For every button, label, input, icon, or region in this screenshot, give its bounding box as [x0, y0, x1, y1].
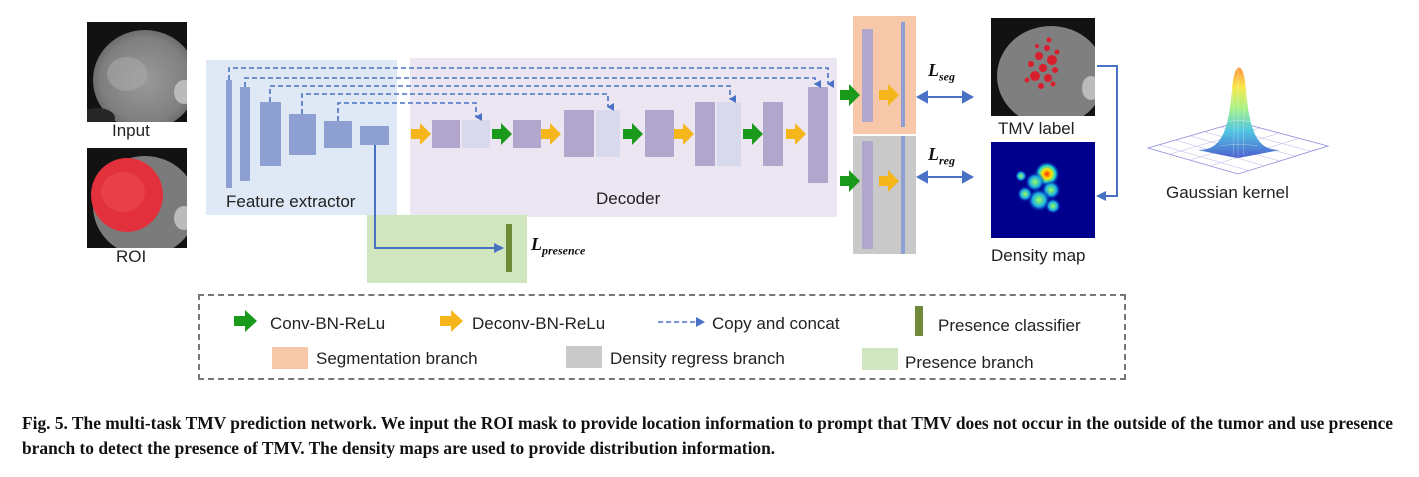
deconv-arrow-3 — [674, 123, 694, 145]
legend-swatch-density — [566, 346, 602, 368]
roi-label: ROI — [116, 247, 147, 266]
decoder-block-6 — [763, 102, 783, 166]
conv-arrow-5 — [840, 170, 860, 192]
encoder-block-6 — [360, 126, 389, 145]
loss-presence: Lpresence — [531, 234, 586, 258]
presence-path — [374, 145, 504, 253]
legend-presence-label: Presence branch — [905, 353, 1034, 372]
legend-icon-classifier — [915, 306, 923, 336]
legend-density-label: Density regress branch — [610, 349, 785, 368]
legend-conv-label: Conv-BN-ReLu — [270, 314, 386, 333]
roi-ct-image — [87, 148, 187, 248]
conv-arrow-3 — [743, 123, 763, 145]
decoder-skip-3 — [717, 102, 741, 166]
encoder-block-5 — [324, 121, 352, 148]
legend-box — [198, 294, 1126, 380]
feature-extractor-label: Feature extractor — [226, 192, 356, 211]
loss-seg: Lseg — [928, 60, 955, 84]
tmv-label-text: TMV label — [998, 119, 1075, 138]
legend-icon-deconv — [440, 310, 463, 332]
figure-caption: Fig. 5. The multi-task TMV prediction ne… — [22, 413, 1394, 458]
encoder-blocks — [226, 80, 389, 188]
input-label: Input — [112, 121, 150, 140]
decoder-block-1 — [432, 120, 460, 148]
presence-classifier-bar — [506, 224, 512, 272]
loss-reg: Lreg — [928, 144, 955, 168]
encoder-block-4 — [289, 114, 316, 155]
network-diagram — [226, 22, 1118, 272]
legend-swatch-seg — [272, 347, 308, 369]
tmv-label-image — [991, 18, 1095, 116]
decoder-block-5 — [695, 102, 715, 166]
gaussian-connector — [1097, 65, 1118, 197]
deconv-arrow-2 — [541, 123, 561, 145]
encoder-block-3 — [260, 102, 281, 166]
legend-copy-label: Copy and concat — [712, 314, 840, 333]
deconv-arrows — [411, 84, 899, 192]
deconv-arrow-1 — [411, 123, 431, 145]
deconv-arrow-6 — [879, 170, 899, 192]
gaussian-kernel-image — [1140, 50, 1330, 178]
legend-classifier-label: Presence classifier — [938, 316, 1081, 335]
encoder-block-1 — [226, 80, 232, 188]
conv-arrow-1 — [492, 123, 512, 145]
legend-icon-copy — [658, 317, 705, 327]
decoder-skip-2 — [596, 110, 620, 157]
gaussian-kernel-text: Gaussian kernel — [1166, 183, 1289, 202]
copy-concat-arrows — [228, 67, 834, 121]
encoder-block-2 — [240, 87, 250, 181]
deconv-arrow-4 — [786, 123, 806, 145]
decoder-block-4 — [645, 110, 674, 157]
density-map-image — [991, 142, 1095, 238]
legend-icon-conv — [234, 310, 257, 332]
input-ct-image — [87, 22, 187, 122]
legend-seg-label: Segmentation branch — [316, 349, 478, 368]
seg-block-purple — [862, 29, 873, 122]
decoder-block-2 — [513, 120, 541, 148]
legend-swatch-presence — [862, 348, 898, 370]
decoder-blocks — [432, 87, 828, 183]
decoder-label: Decoder — [596, 189, 661, 208]
conv-arrows — [492, 84, 860, 192]
decoder-block-7 — [808, 87, 828, 183]
decoder-block-3 — [564, 110, 594, 157]
deconv-arrow-5 — [879, 84, 899, 106]
reg-block-purple — [862, 141, 873, 249]
legend-deconv-label: Deconv-BN-ReLu — [472, 314, 606, 333]
density-map-text: Density map — [991, 246, 1086, 265]
loss-arrows — [915, 90, 975, 184]
conv-arrow-2 — [623, 123, 643, 145]
decoder-skip-1 — [462, 120, 490, 148]
reg-block-blue — [901, 136, 905, 254]
conv-arrow-4 — [840, 84, 860, 106]
seg-block-blue — [901, 22, 905, 127]
